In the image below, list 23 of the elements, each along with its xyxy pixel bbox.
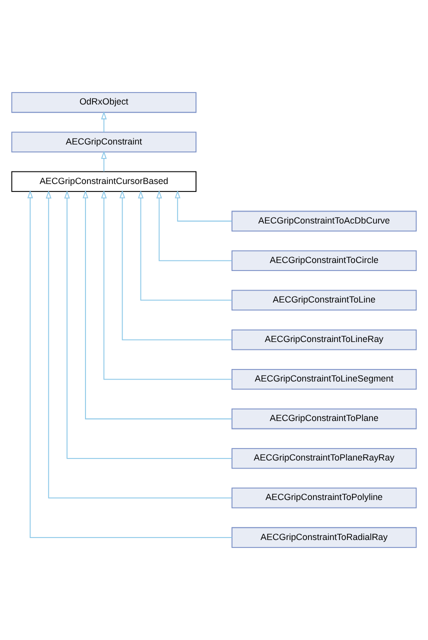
arrow [82,190,232,420]
node-box: AECGripConstraintToPlaneRayRay [232,448,417,469]
node-box: AECGripConstraintToLine [232,290,417,311]
arrow [174,190,232,222]
node-box: AECGripConstraintToRadialRay [232,527,417,548]
arrow [138,190,232,301]
arrow [119,190,232,340]
node-box: AECGripConstraint [11,132,196,152]
node-box: OdRxObject [11,92,196,113]
node-box: AECGripConstraintToLineSegment [232,368,417,390]
arrow [46,190,232,498]
node-box: AECGripConstraintToAcDbCurve [232,210,417,232]
node-box: AECGripConstraintToPolyline [232,488,417,508]
arrow [101,111,107,132]
node-box: AECGripConstraintCursorBased [11,171,196,192]
arrow [101,190,232,380]
arrow [101,150,107,172]
arrow [64,190,232,459]
arrow [156,190,232,262]
node-box: AECGripConstraintToLineRay [232,329,417,350]
node-box: AECGripConstraintToPlane [232,408,417,430]
node-box: AECGripConstraintToCircle [232,250,417,272]
arrow [27,190,232,538]
